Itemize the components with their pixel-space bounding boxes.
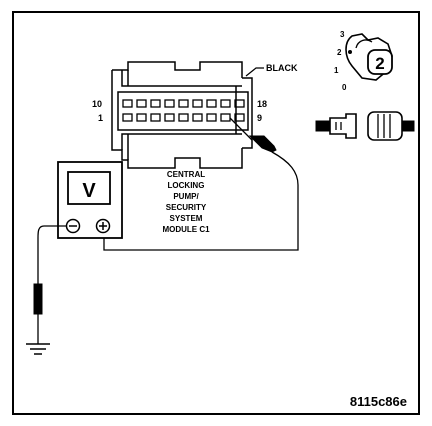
connector-color-label: BLACK [266,63,298,73]
module-label-line-2: LOCKING [168,181,205,190]
module-label-line-6: MODULE C1 [162,225,210,234]
positive-probe [103,117,299,251]
pin-label-1: 1 [98,113,103,123]
key-position-callout: 2 [375,54,384,73]
pin-label-18: 18 [257,99,267,109]
key-position-1: 1 [334,66,339,75]
figure-id: 8115c86e [350,394,407,409]
key-position-0: 0 [342,83,347,92]
connector-disconnect-icon [315,111,415,141]
connector-c1 [111,61,253,169]
black-callout-leader [245,67,264,77]
key-position-2: 2 [337,48,342,57]
voltmeter-display-label: V [82,180,96,202]
voltmeter: V [57,161,123,239]
module-label-line-5: SYSTEM [170,214,203,223]
ground-icon [26,343,50,355]
ignition-key-icon: 2 [345,33,393,81]
module-label-line-4: SECURITY [166,203,207,212]
voltmeter-display [67,171,111,205]
module-label-line-3: PUMP/ [173,192,199,201]
pin-label-10: 10 [92,99,102,109]
pin-label-9: 9 [257,113,262,123]
module-label: CENTRAL LOCKING PUMP/ SECURITY SYSTEM MO… [162,170,210,234]
module-label-line-1: CENTRAL [167,170,205,179]
diagram-border [12,11,420,415]
connector-pins [122,99,245,122]
key-position-3: 3 [340,30,345,39]
ground-lead [33,225,67,344]
